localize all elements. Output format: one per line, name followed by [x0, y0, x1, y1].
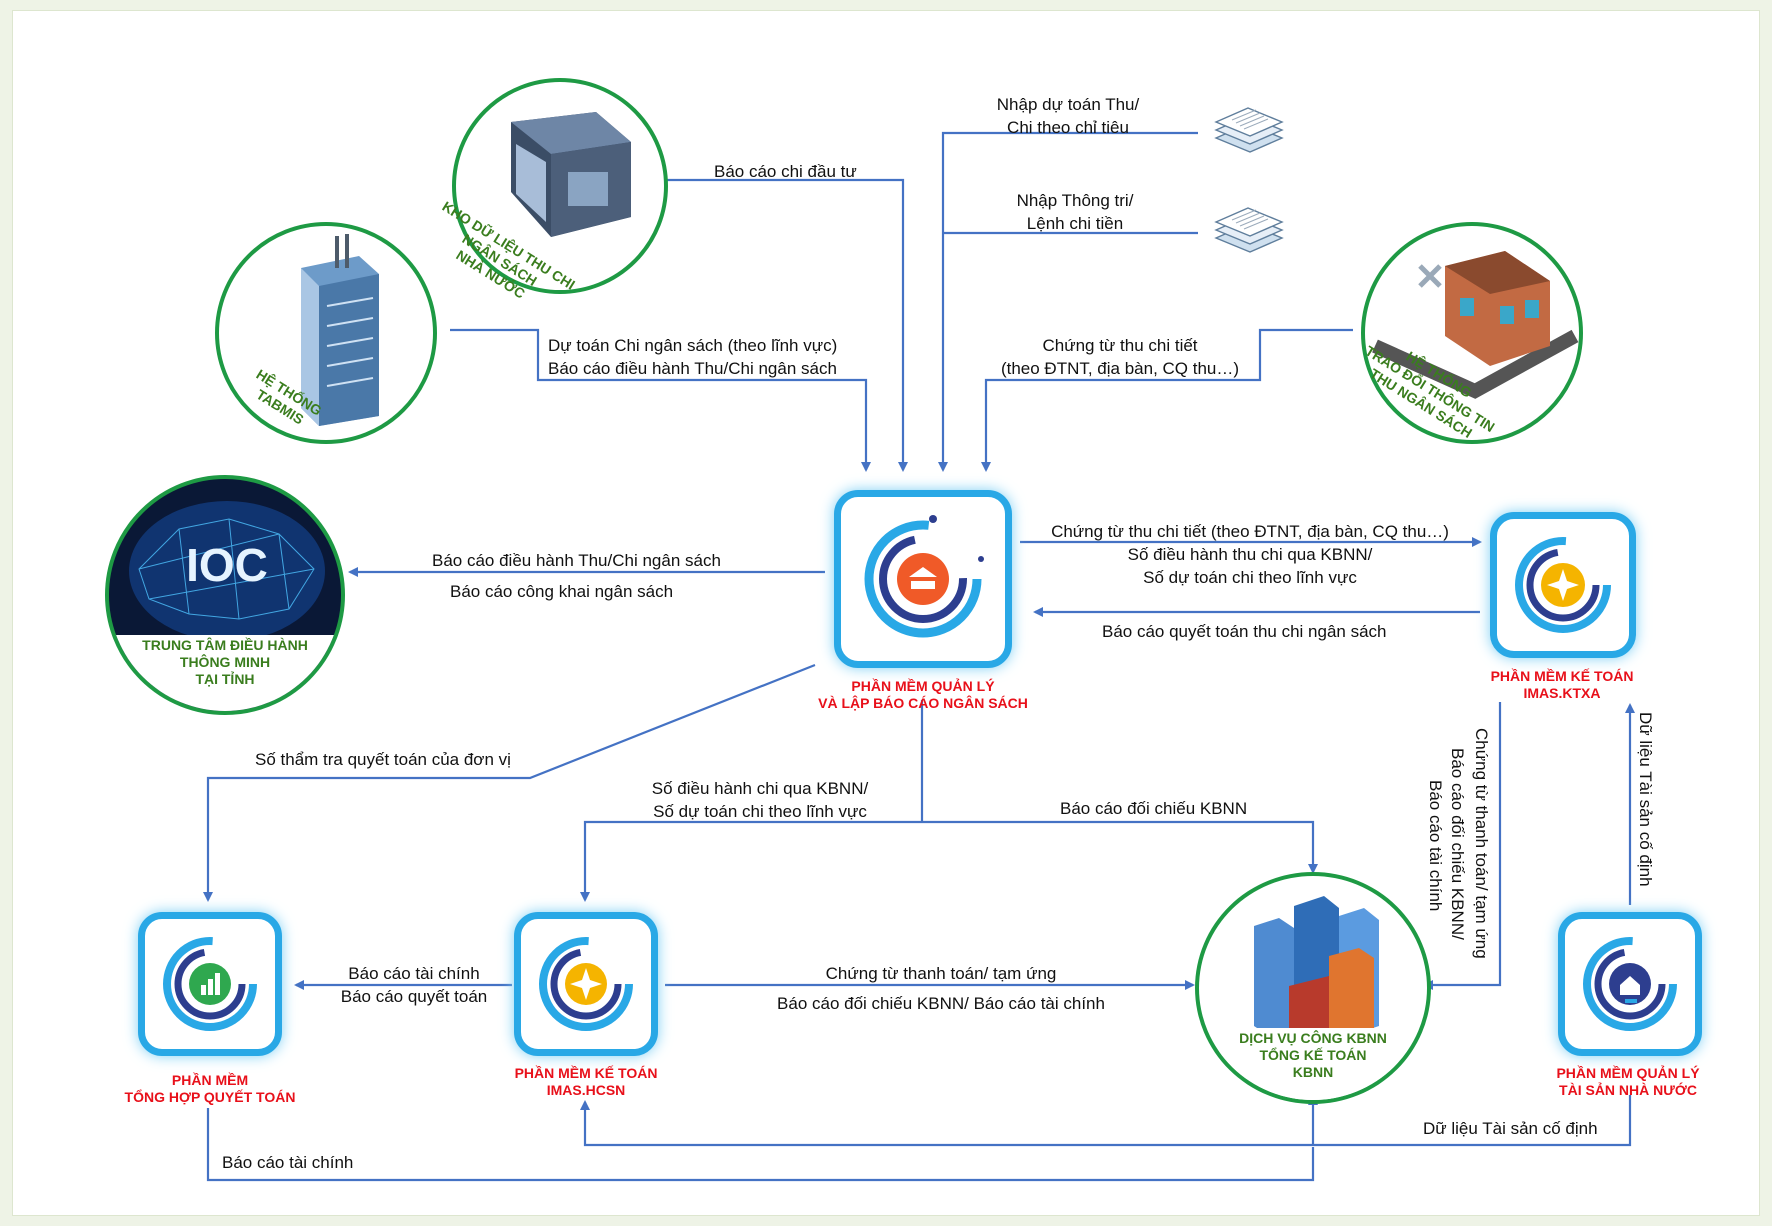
label-asset-bottom: Dữ liệu Tài sản cố định [1423, 1119, 1598, 1138]
label-asset-up: Dữ liệu Tài sản cố định [1636, 712, 1655, 887]
label-ktxa-kbnn-1: Chứng từ thanh toán/ tạm ứng [1472, 728, 1491, 959]
ktxa-app-emblem [1515, 537, 1611, 633]
asset-app-title-line-1: PHẦN MỀM QUẢN LÝ [1556, 1065, 1700, 1081]
node-exchange [1361, 222, 1583, 444]
label-exchange: Chứng từ thu chi tiết (theo ĐTNT, địa bà… [1001, 334, 1239, 380]
arrow-summary-to-kbnn [206, 1108, 1315, 1182]
asset-app-icon[interactable] [1558, 912, 1702, 1056]
node-kbnn-title-line-2: TỔNG KẾ TOÁN [1259, 1047, 1367, 1063]
arrow-warehouse-to-budget [650, 178, 908, 472]
node-kbnn-title-line-3: KBNN [1292, 1064, 1334, 1080]
node-ioc-title-line-2: THÔNG MINH [179, 654, 271, 670]
budget-app-icon[interactable] [834, 490, 1012, 668]
hcsn-app-icon[interactable] [514, 912, 658, 1056]
asset-app-title-line-2: TÀI SẢN NHÀ NƯỚC [1559, 1082, 1697, 1098]
ktxa-app-title-line-2: IMAS.KTXA [1523, 685, 1601, 701]
hcsn-app-title-line-1: PHẦN MỀM KẾ TOÁN [514, 1065, 658, 1081]
summary-app-title: PHẦN MỀM TỔNG HỢP QUYẾT TOÁN [125, 1072, 296, 1106]
label-hcsn-summary-line-1: Báo cáo tài chính [348, 964, 480, 983]
label-plan-input: Nhập dự toán Thu/ Chi theo chỉ tiêu [997, 93, 1139, 139]
node-warehouse [452, 78, 668, 294]
label-audit: Số thẩm tra quyết toán của đơn vị [255, 750, 511, 769]
ktxa-app-title-line-1: PHẦN MỀM KẾ TOÁN [1490, 668, 1634, 684]
label-tabmis: Dự toán Chi ngân sách (theo lĩnh vực) Bá… [548, 334, 837, 380]
summary-app-title-line-1: PHẦN MỀM [171, 1072, 249, 1088]
skyscraper-icon [301, 234, 379, 426]
arrow-tabmis-to-budget [450, 328, 871, 472]
arrow-budget-to-summary [203, 663, 816, 902]
label-summary-bottom: Báo cáo tài chính [222, 1153, 354, 1172]
label-to-ktxa-line-3: Số dự toán chi theo lĩnh vực [1143, 568, 1357, 587]
node-kbnn-title: DỊCH VỤ CÔNG KBNN TỔNG KẾ TOÁN KBNN [1219, 1028, 1407, 1100]
label-to-hcsn-line-2: Số dự toán chi theo lĩnh vực [653, 802, 867, 821]
label-hcsn-kbnn-2: Báo cáo đối chiếu KBNN/ Báo cáo tài chín… [777, 994, 1105, 1013]
label-to-ktxa: Chứng từ thu chi tiết (theo ĐTNT, địa bà… [1051, 520, 1449, 589]
asset-app-emblem [1583, 937, 1677, 1031]
label-to-hcsn: Số điều hành chi qua KBNN/ Số dự toán ch… [652, 777, 868, 823]
label-tabmis-line-1: Dự toán Chi ngân sách (theo lĩnh vực) [548, 336, 838, 355]
label-ktxa-kbnn-2: Báo cáo đối chiếu KBNN/ [1448, 748, 1467, 940]
hcsn-app-emblem [539, 937, 633, 1031]
node-ioc-title: TRUNG TÂM ĐIỀU HÀNH THÔNG MINH TẠI TỈNH [109, 635, 341, 711]
label-ioc-2: Báo cáo công khai ngân sách [450, 582, 674, 601]
label-order-input-line-1: Nhập Thông tri/ [1016, 191, 1134, 210]
node-tabmis [215, 222, 437, 444]
node-kbnn-title-line-1: DỊCH VỤ CÔNG KBNN [1239, 1030, 1387, 1046]
label-order-input-line-2: Lệnh chi tiền [1026, 214, 1124, 233]
document-stack-icon [1214, 107, 1284, 153]
summary-app-title-line-2: TỔNG HỢP QUYẾT TOÁN [124, 1089, 296, 1105]
asset-app-title: PHẦN MỀM QUẢN LÝ TÀI SẢN NHÀ NƯỚC [1556, 1065, 1699, 1099]
exchange-building-icon [1372, 251, 1579, 399]
ioc-badge: IOC [186, 539, 268, 591]
brain-network-icon: IOC [129, 501, 325, 641]
node-ioc-title-line-1: TRUNG TÂM ĐIỀU HÀNH [142, 637, 308, 653]
label-ktxa-kbnn-3: Báo cáo tài chính [1426, 780, 1445, 912]
arrow-budget-to-kbnn [922, 820, 1318, 874]
warehouse-building-icon [511, 112, 631, 237]
node-ioc-title-line-3: TẠI TỈNH [195, 671, 255, 687]
summary-app-icon[interactable] [138, 912, 282, 1056]
label-exchange-line-1: Chứng từ thu chi tiết [1042, 336, 1198, 355]
label-ioc-1: Báo cáo điều hành Thu/Chi ngân sách [432, 551, 721, 570]
budget-app-title: PHẦN MỀM QUẢN LÝ VÀ LẬP BÁO CÁO NGÂN SÁC… [818, 678, 1028, 712]
label-hcsn-summary-line-2: Báo cáo quyết toán [340, 987, 488, 1006]
arrow-budget-to-hcsn [580, 820, 922, 902]
budget-app-title-line-1: PHẦN MỀM QUẢN LÝ [851, 678, 995, 694]
label-exchange-line-2: (theo ĐTNT, địa bàn, CQ thu…) [1000, 359, 1240, 378]
label-reconcile: Báo cáo đối chiếu KBNN [1060, 799, 1248, 818]
ktxa-app-title: PHẦN MỀM KẾ TOÁN IMAS.KTXA [1491, 668, 1634, 702]
hcsn-app-title: PHẦN MỀM KẾ TOÁN IMAS.HCSN [515, 1065, 658, 1099]
arrow-exchange-to-budget [981, 328, 1353, 472]
document-stack-icon [1214, 207, 1284, 253]
label-hcsn-kbnn-1: Chứng từ thanh toán/ tạm ứng [825, 964, 1057, 983]
arrow-asset-to-hcsn [580, 1095, 1632, 1147]
node-ioc: IOC TRUNG TÂM ĐIỀU HÀNH THÔNG MINH TẠI T… [105, 475, 345, 715]
label-hcsn-summary: Báo cáo tài chính Báo cáo quyết toán [341, 962, 488, 1008]
arrow-ktxa-to-kbnn [1423, 702, 1502, 990]
label-invest-report: Báo cáo chi đầu tư [714, 162, 857, 181]
budget-app-title-line-2: VÀ LẬP BÁO CÁO NGÂN SÁCH [818, 695, 1028, 711]
node-kbnn: DỊCH VỤ CÔNG KBNN TỔNG KẾ TOÁN KBNN [1195, 872, 1431, 1104]
arrow-plan-input-to-budget [938, 131, 1198, 472]
label-plan-input-line-2: Chi theo chỉ tiêu [1007, 118, 1129, 137]
budget-app-emblem [864, 515, 984, 638]
label-plan-input-line-1: Nhập dự toán Thu/ [996, 95, 1140, 114]
ktxa-app-icon[interactable] [1490, 512, 1636, 658]
label-to-hcsn-line-1: Số điều hành chi qua KBNN/ [651, 779, 869, 798]
label-to-ktxa-line-2: Số điều hành thu chi qua KBNN/ [1127, 545, 1373, 564]
label-to-ktxa-line-1: Chứng từ thu chi tiết (theo ĐTNT, địa bà… [1051, 522, 1449, 541]
label-from-ktxa: Báo cáo quyết toán thu chi ngân sách [1102, 622, 1387, 641]
label-tabmis-line-2: Báo cáo điều hành Thu/Chi ngân sách [548, 359, 837, 378]
summary-app-emblem [163, 937, 257, 1031]
label-order-input: Nhập Thông tri/ Lệnh chi tiền [1017, 189, 1134, 235]
hcsn-app-title-line-2: IMAS.HCSN [546, 1082, 626, 1098]
